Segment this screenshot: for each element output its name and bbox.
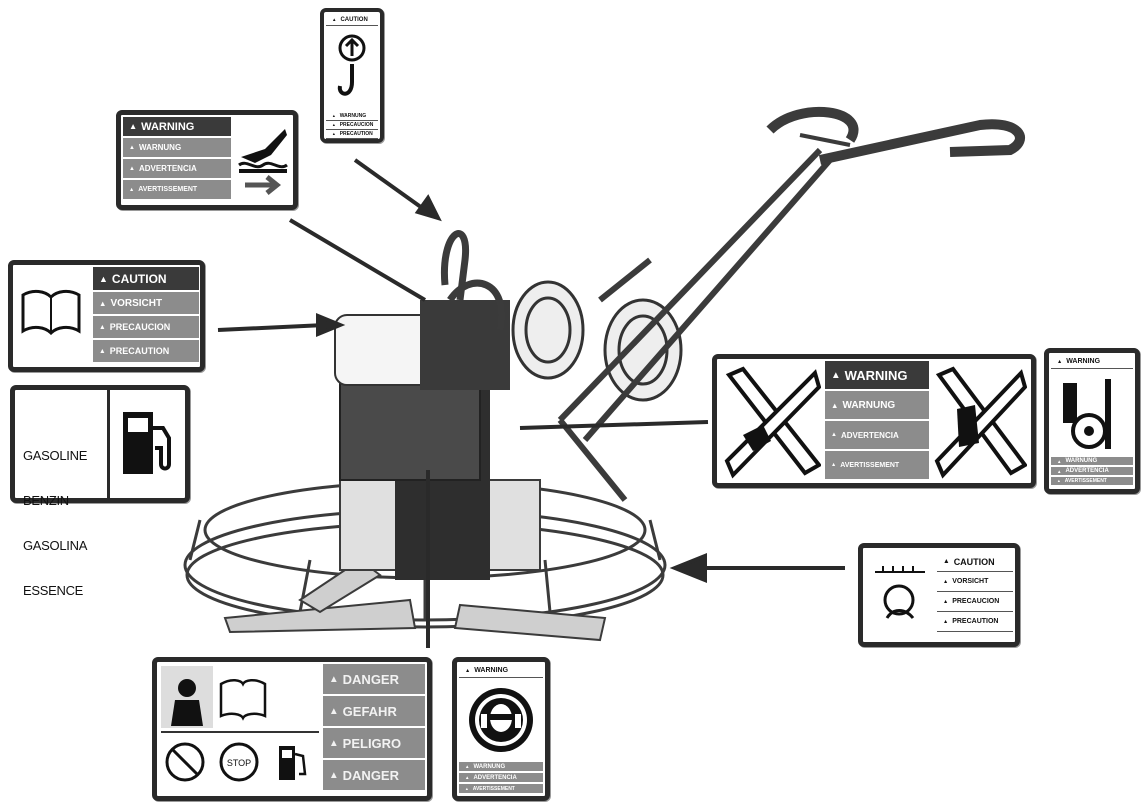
- danger-row-4: ▲DANGER: [323, 760, 425, 792]
- guard-row-text: ADVERTENCIA: [1065, 468, 1108, 474]
- danger-row-1: ▲DANGER: [323, 664, 425, 696]
- lift-hook-row-text: PRECAUCION: [340, 122, 374, 128]
- ring-row-4: ▲PRECAUTION: [937, 612, 1013, 632]
- foot-blade-hazard-icon: [933, 365, 1027, 479]
- ring-row-2: ▲VORSICHT: [937, 572, 1013, 592]
- guard-header-text: WARNING: [1066, 358, 1100, 365]
- blades-row-text: ADVERTENCIA: [841, 431, 899, 440]
- hot-surface-decal: ▲WARNING ▲WARNUNG ▲ADVERTENCIA ▲AVERTISS…: [116, 110, 298, 210]
- ring-row-1: ▲CAUTION: [937, 552, 1013, 572]
- danger-row-text: PELIGRO: [343, 736, 402, 751]
- hot-surface-row-4: ▲AVERTISSEMENT: [123, 180, 231, 201]
- ring-row-text: PRECAUTION: [952, 618, 998, 625]
- guard-row-text: AVERTISSEMENT: [1065, 478, 1107, 484]
- danger-row-text: GEFAHR: [343, 704, 397, 719]
- no-smoking-icon: [167, 744, 203, 780]
- spinning-ring-hazard-icon: [869, 562, 931, 630]
- operator-manual-icon: [19, 287, 83, 337]
- ppe-row-3: ▲AVERTISSEMENT: [459, 784, 543, 795]
- engine-hazard-icons: STOP: [161, 666, 319, 794]
- blades-row-text: WARNING: [845, 368, 908, 383]
- rotating-blade-hazard-icon: [723, 365, 821, 479]
- guard-row-2: ▲ADVERTENCIA: [1051, 467, 1133, 477]
- svg-text:STOP: STOP: [227, 758, 251, 768]
- ppe-header-text: WARNING: [474, 667, 508, 674]
- hot-surface-hand-icon: [235, 119, 291, 201]
- danger-row-2: ▲GEFAHR: [323, 696, 425, 728]
- guard-row-text: WARNUNG: [1065, 458, 1097, 464]
- hot-surface-row-text: WARNUNG: [139, 143, 181, 152]
- hot-surface-row-text: AVERTISSEMENT: [138, 186, 197, 193]
- blades-row-2: ▲WARNUNG: [825, 391, 929, 421]
- guard-row-3: ▲AVERTISSEMENT: [1051, 477, 1133, 487]
- stop-engine-icon: STOP: [221, 744, 257, 780]
- blades-row-text: AVERTISSEMENT: [840, 462, 899, 469]
- fuel-pump-icon: [117, 408, 177, 480]
- guard-warning-decal: ▲WARNING ▲WARNUNG ▲ADVERTENCIA ▲AVERTISS…: [1044, 348, 1140, 494]
- manual-row-2: ▲VORSICHT: [93, 292, 199, 316]
- manual-row-text: VORSICHT: [110, 298, 162, 309]
- lift-hook-header-text: CAUTION: [340, 17, 367, 23]
- fuel-pump-small-icon: [279, 746, 305, 780]
- ring-row-text: PRECAUCION: [952, 598, 999, 605]
- hot-surface-row-2: ▲WARNUNG: [123, 138, 231, 159]
- ppe-row-text: AVERTISSEMENT: [473, 786, 515, 792]
- fuel-word: GASOLINE: [23, 448, 87, 463]
- fuel-decal: GASOLINE BENZIN GASOLINA ESSENCE: [10, 385, 190, 503]
- fuel-words: GASOLINE BENZIN GASOLINA ESSENCE: [23, 418, 87, 628]
- ring-row-text: CAUTION: [954, 557, 995, 567]
- ppe-header: ▲WARNING: [459, 664, 543, 678]
- lifting-hook-icon: [332, 30, 372, 110]
- manual-row-text: CAUTION: [112, 272, 167, 286]
- hot-surface-row-3: ▲ADVERTENCIA: [123, 159, 231, 180]
- hot-surface-row-text: WARNING: [141, 121, 194, 133]
- lift-hook-row-3: ▲PRECAUTION: [326, 130, 378, 139]
- lift-hook-row-text: PRECAUTION: [340, 131, 373, 137]
- fuel-word: BENZIN: [23, 493, 87, 508]
- ppe-row-text: ADVERTENCIA: [473, 775, 516, 781]
- manual-row-4: ▲PRECAUTION: [93, 340, 199, 364]
- operator-hazard-icon: [161, 666, 213, 728]
- guard-header: ▲WARNING: [1051, 355, 1133, 369]
- danger-row-text: DANGER: [343, 768, 399, 783]
- rotating-blades-warning-decal: ▲WARNING ▲WARNUNG ▲ADVERTENCIA ▲AVERTISS…: [712, 354, 1036, 488]
- hot-surface-row-text: ADVERTENCIA: [139, 164, 197, 173]
- ring-caution-decal: ▲CAUTION ▲VORSICHT ▲PRECAUCION ▲PRECAUTI…: [858, 543, 1020, 647]
- fuel-word: GASOLINA: [23, 538, 87, 553]
- manual-row-1: ▲CAUTION: [93, 267, 199, 292]
- guard-row-1: ▲WARNUNG: [1051, 457, 1133, 467]
- lift-hook-decal: ▲CAUTION ▲WARNUNG ▲PRECAUCION ▲PRECAUTIO…: [320, 8, 384, 143]
- manual-caution-decal: ▲CAUTION ▲VORSICHT ▲PRECAUCION ▲PRECAUTI…: [8, 260, 205, 372]
- ppe-warning-decal: ▲WARNING ▲WARNUNG ▲ADVERTENCIA ▲AVERTISS…: [452, 657, 550, 801]
- ppe-row-2: ▲ADVERTENCIA: [459, 773, 543, 784]
- manual-icon: [221, 680, 265, 718]
- lift-hook-row-1: ▲WARNUNG: [326, 112, 378, 121]
- fuel-word: ESSENCE: [23, 583, 87, 598]
- ppe-row-1: ▲WARNUNG: [459, 762, 543, 773]
- hearing-eye-protection-icon: [467, 686, 535, 754]
- danger-row-3: ▲PELIGRO: [323, 728, 425, 760]
- blades-row-4: ▲AVERTISSEMENT: [825, 451, 929, 481]
- ppe-row-text: WARNUNG: [473, 764, 505, 770]
- lift-hook-row-text: WARNUNG: [340, 113, 366, 119]
- blades-row-text: WARNUNG: [842, 400, 895, 411]
- fuel-divider: [107, 390, 110, 498]
- lift-hook-row-2: ▲PRECAUCION: [326, 121, 378, 130]
- blades-row-3: ▲ADVERTENCIA: [825, 421, 929, 451]
- ring-row-text: VORSICHT: [952, 578, 988, 585]
- guard-ring-hazard-icon: [1057, 373, 1129, 455]
- danger-row-text: DANGER: [343, 672, 399, 687]
- manual-row-3: ▲PRECAUCION: [93, 316, 199, 340]
- manual-row-text: PRECAUCION: [110, 322, 171, 332]
- ring-row-3: ▲PRECAUCION: [937, 592, 1013, 612]
- danger-decal: STOP ▲DANGER ▲GEFAHR ▲PELIGRO ▲DANGER: [152, 657, 432, 801]
- hot-surface-row-1: ▲WARNING: [123, 117, 231, 138]
- lift-hook-header: ▲CAUTION: [326, 14, 378, 26]
- blades-row-1: ▲WARNING: [825, 361, 929, 391]
- manual-row-text: PRECAUTION: [110, 346, 170, 356]
